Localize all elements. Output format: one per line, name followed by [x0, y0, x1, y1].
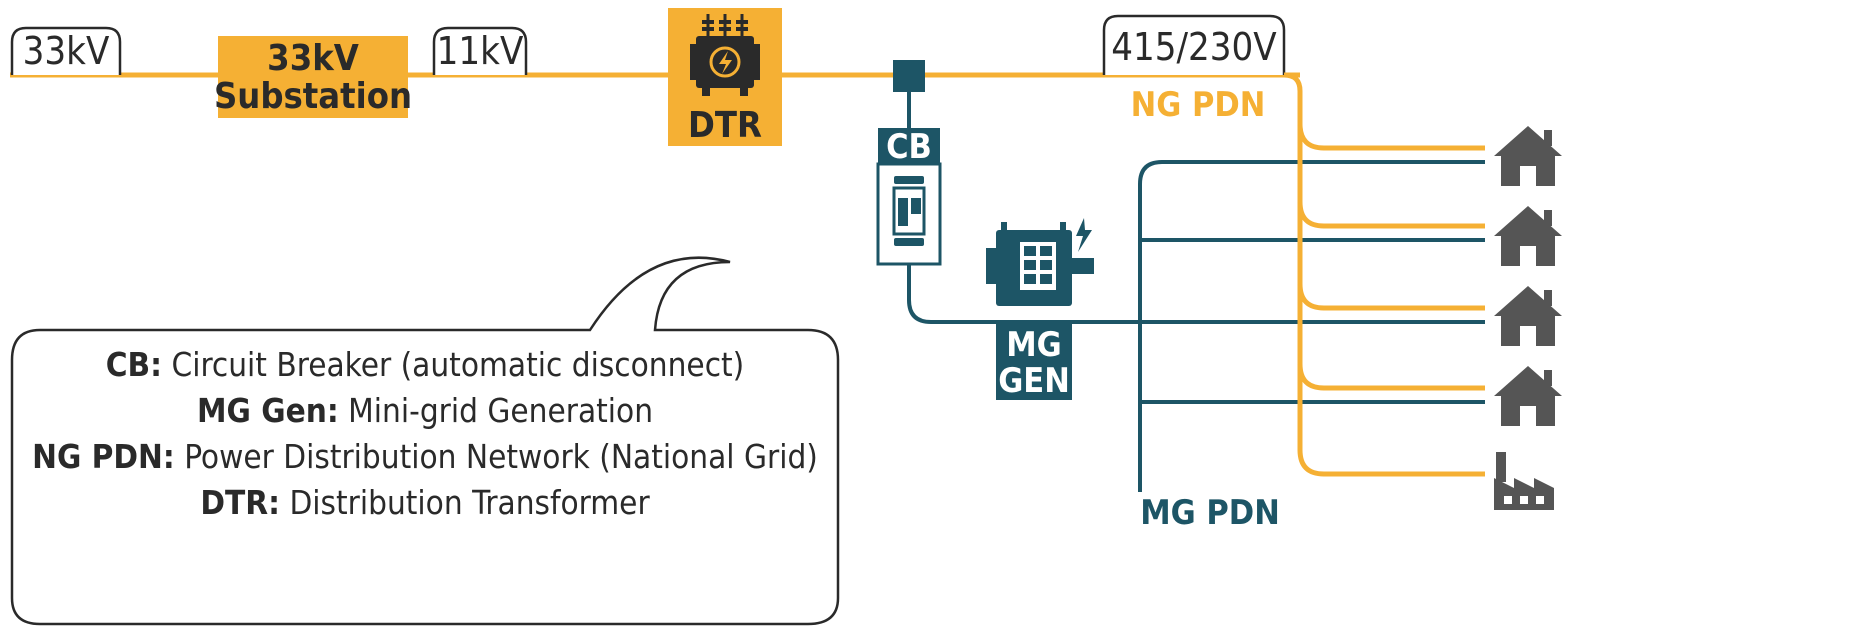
legend-item-ng-pdn: NG PDN: Power Distribution Network (Nati…	[32, 437, 818, 476]
voltage-tab-415v: 415/230V	[1102, 14, 1286, 75]
mg-pdn-bus	[1138, 160, 1485, 492]
legend-def-dtr: Distribution Transformer	[280, 483, 650, 522]
substation-box: 33kV Substation	[214, 36, 412, 118]
legend-term-dtr: DTR:	[200, 483, 280, 522]
substation-line1: 33kV	[267, 38, 359, 79]
ng-pdn-trunk	[1283, 72, 1485, 477]
voltage-label-415v: 415/230V	[1111, 25, 1277, 69]
cb-junction-node	[893, 60, 925, 92]
cb-to-mg-line	[907, 264, 1485, 324]
substation-line2: Substation	[214, 76, 412, 117]
house-icon	[1494, 206, 1562, 266]
mg-gen-line2: GEN	[998, 361, 1070, 401]
legend-item-cb: CB: Circuit Breaker (automatic disconnec…	[106, 345, 745, 384]
legend-def-ng-pdn: Power Distribution Network (National Gri…	[175, 437, 818, 476]
house-icon	[1494, 126, 1562, 186]
legend-def-mg-gen: Mini-grid Generation	[339, 391, 653, 430]
mg-pdn-label: MG PDN	[1140, 493, 1280, 533]
legend-bubble	[10, 256, 840, 626]
generator-icon	[986, 218, 1094, 306]
voltage-label-33kv: 33kV	[23, 29, 110, 73]
house-icon	[1494, 286, 1562, 346]
voltage-label-11kv: 11kV	[437, 29, 524, 73]
mg-gen-unit: MG GEN	[986, 218, 1094, 401]
cb-label: CB	[886, 127, 932, 167]
ng-pdn-branch-3	[1297, 283, 1485, 311]
legend-term-cb: CB:	[106, 345, 162, 384]
legend-item-mg-gen: MG Gen: Mini-grid Generation	[197, 391, 653, 430]
circuit-breaker-icon	[892, 176, 926, 246]
legend-term-ng-pdn: NG PDN:	[32, 437, 175, 476]
legend-item-dtr: DTR: Distribution Transformer	[200, 483, 650, 522]
ng-pdn-branch-4	[1297, 363, 1485, 391]
dtr-label: DTR	[688, 105, 762, 146]
ng-pdn-branch-2	[1297, 201, 1485, 229]
legend-term-mg-gen: MG Gen:	[197, 391, 339, 430]
voltage-tab-11kv: 11kV	[432, 26, 528, 75]
legend-def-cb: Circuit Breaker (automatic disconnect)	[162, 345, 744, 384]
cb-box: CB	[876, 127, 942, 266]
mg-pdn-network	[1138, 160, 1485, 492]
transformer-icon	[690, 14, 760, 96]
voltage-tab-33kv: 33kV	[10, 26, 122, 75]
ng-pdn-label: NG PDN	[1131, 85, 1266, 125]
mg-gen-line1: MG	[1006, 325, 1062, 365]
house-icon	[1494, 366, 1562, 426]
factory-icon	[1494, 452, 1554, 510]
ng-pdn-network	[1283, 72, 1485, 477]
dtr-box: DTR	[668, 8, 782, 146]
ng-pdn-branch-1	[1297, 123, 1485, 151]
